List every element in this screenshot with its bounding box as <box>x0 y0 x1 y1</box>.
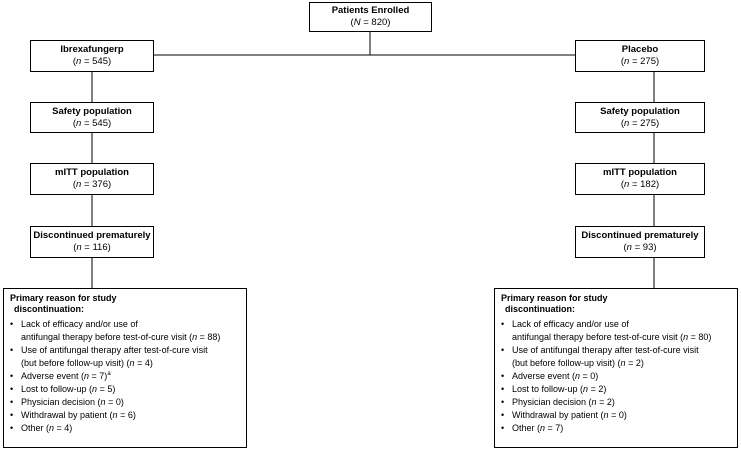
list-item: Lack of efficacy and/or use ofantifungal… <box>501 318 731 344</box>
left-discontinued-box: Discontinued prematurely (n = 116) <box>30 226 154 258</box>
list-item: Lost to follow-up (n = 2) <box>501 383 731 396</box>
reasons-list: Lack of efficacy and/or use ofantifungal… <box>501 318 731 435</box>
arm-title: Ibrexafungerp <box>60 44 124 55</box>
mitt-count: (n = 182) <box>620 179 660 190</box>
placebo-arm-box: Placebo (n = 275) <box>575 40 705 72</box>
list-item: Use of antifungal therapy after test-of-… <box>10 344 240 370</box>
safety-count: (n = 545) <box>72 117 112 129</box>
left-safety-box: Safety population (n = 545) <box>30 102 154 133</box>
right-safety-box: Safety population (n = 275) <box>575 102 705 133</box>
enrolled-title: Patients Enrolled <box>331 5 410 16</box>
safety-title: Safety population <box>52 105 132 117</box>
list-item: Adverse event (n = 0) <box>501 370 731 383</box>
safety-title: Safety population <box>600 105 680 117</box>
enrolled-count: (N = 820) <box>350 17 391 28</box>
discontinued-count: (n = 93) <box>623 242 657 253</box>
discontinued-title: Discontinued prematurely <box>581 230 699 241</box>
right-mitt-box: mITT population (n = 182) <box>575 163 705 195</box>
arm-count: (n = 275) <box>620 56 660 67</box>
list-item: Other (n = 7) <box>501 422 731 435</box>
right-reasons-box: Primary reason for study discontinuation… <box>494 288 738 448</box>
discontinued-count: (n = 116) <box>73 242 111 253</box>
list-item: Withdrawal by patient (n = 0) <box>501 409 731 422</box>
arm-count: (n = 545) <box>72 56 112 67</box>
enrolled-box: Patients Enrolled (N = 820) <box>309 2 432 32</box>
reasons-header: Primary reason for study discontinuation… <box>501 293 608 314</box>
list-item: Lost to follow-up (n = 5) <box>10 383 240 396</box>
reasons-list: Lack of efficacy and/or use ofantifungal… <box>10 318 240 435</box>
footnote-marker: a <box>107 371 111 377</box>
left-reasons-box: Primary reason for study discontinuation… <box>3 288 247 448</box>
right-discontinued-box: Discontinued prematurely (n = 93) <box>575 226 705 258</box>
list-item: Physician decision (n = 0) <box>10 396 240 409</box>
mitt-title: mITT population <box>55 167 129 178</box>
list-item: Physician decision (n = 2) <box>501 396 731 409</box>
arm-title: Placebo <box>621 44 659 55</box>
ibrexafungerp-arm-box: Ibrexafungerp (n = 545) <box>30 40 154 72</box>
list-item: Withdrawal by patient (n = 6) <box>10 409 240 422</box>
list-item: Lack of efficacy and/or use ofantifungal… <box>10 318 240 344</box>
reasons-header: Primary reason for study discontinuation… <box>10 293 117 314</box>
mitt-title: mITT population <box>603 167 677 178</box>
list-item: Adverse event (n = 7)a <box>10 370 240 383</box>
discontinued-title: Discontinued prematurely <box>33 230 151 241</box>
mitt-count: (n = 376) <box>72 179 112 190</box>
left-mitt-box: mITT population (n = 376) <box>30 163 154 195</box>
list-item: Use of antifungal therapy after test-of-… <box>501 344 731 370</box>
list-item: Other (n = 4) <box>10 422 240 435</box>
safety-count: (n = 275) <box>620 117 660 129</box>
